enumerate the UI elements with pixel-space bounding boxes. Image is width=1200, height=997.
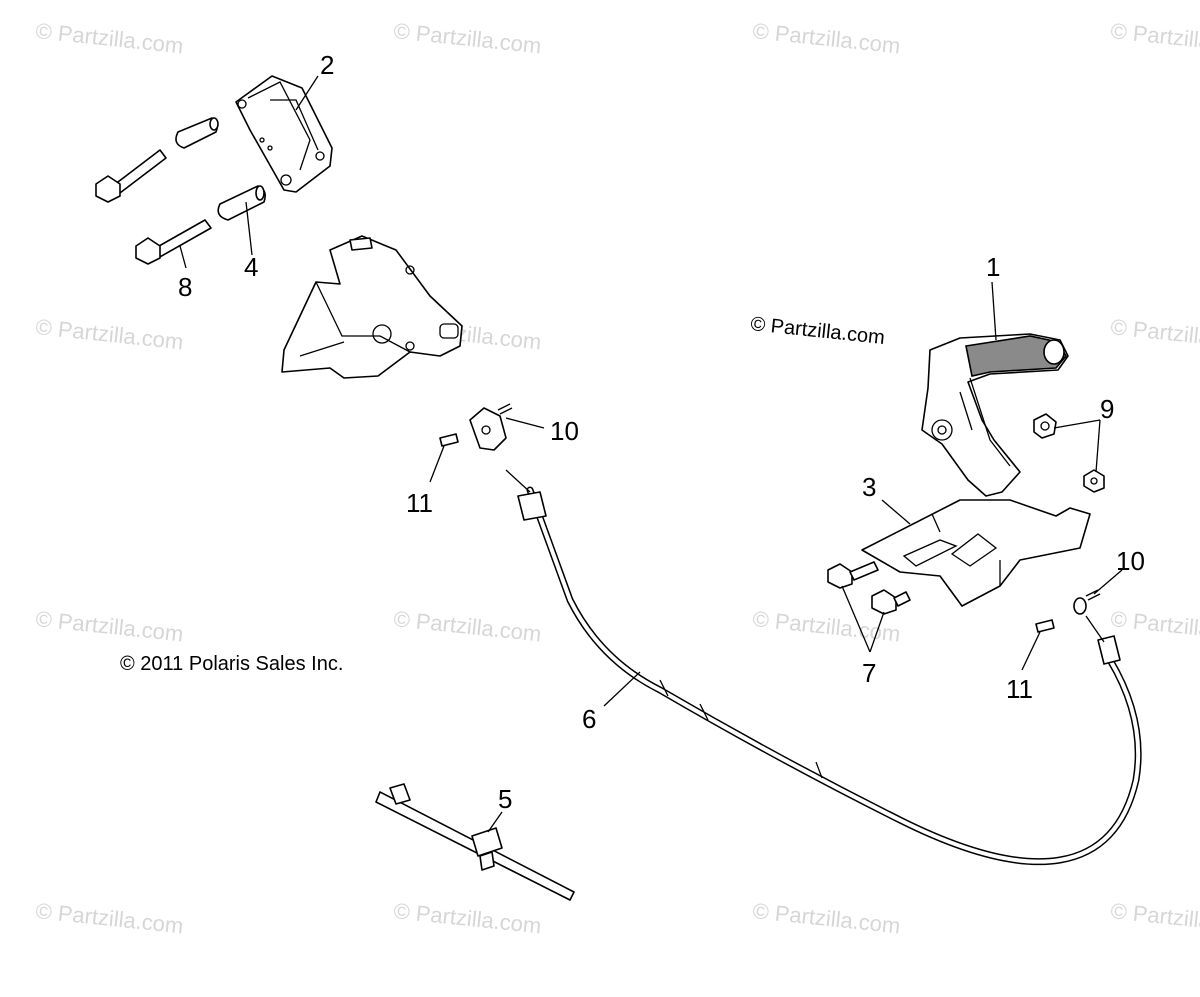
part-9-nut-lower <box>1083 469 1105 493</box>
callout-11-lower: 11 <box>1006 674 1033 704</box>
callout-10-lower: 10 <box>1116 546 1145 576</box>
part-9-nut-upper <box>1033 413 1057 439</box>
part-4-spacer-upper <box>175 117 219 149</box>
part-10-clip-lower <box>1085 589 1101 601</box>
part-4-spacer-lower <box>217 185 266 221</box>
leader-lines <box>179 75 1123 833</box>
watermark: © Partzilla.com <box>34 898 184 938</box>
watermark: © Partzilla.com <box>34 18 184 58</box>
watermark: © Partzilla.com <box>34 606 184 646</box>
callout-11-upper: 11 <box>406 488 433 518</box>
callout-3: 3 <box>862 472 876 502</box>
watermark: © Partzilla.com <box>34 314 184 354</box>
callout-2: 2 <box>320 50 334 80</box>
callout-9: 9 <box>1100 394 1114 424</box>
callout-1: 1 <box>986 252 1000 282</box>
part-5-cable-tie <box>375 783 575 901</box>
watermark: © Partzilla.com <box>1109 18 1200 58</box>
callout-4: 4 <box>244 252 258 282</box>
callout-8: 8 <box>178 272 192 302</box>
part-8-bolt-upper <box>95 149 167 203</box>
part-8-bolt-lower <box>135 219 212 265</box>
part-10-clip-upper <box>497 403 513 415</box>
callout-6: 6 <box>582 704 596 734</box>
part-1-parking-brake-lever <box>921 333 1069 497</box>
part-11-pin-upper <box>439 433 459 447</box>
frame-mounting-bracket <box>281 235 463 379</box>
part-7-bolt-upper <box>827 561 879 589</box>
watermark: © Partzilla.com <box>1109 606 1200 646</box>
watermark: © Partzilla.com <box>751 18 901 58</box>
watermark-layer: © Partzilla.com © Partzilla.com © Partzi… <box>34 18 1200 938</box>
watermark: © Partzilla.com <box>392 606 542 646</box>
copyright-notice: © 2011 Polaris Sales Inc. <box>120 653 343 675</box>
watermark: © Partzilla.com <box>1109 314 1200 354</box>
part-2-pivot-bracket <box>235 75 333 193</box>
callout-10-upper: 10 <box>550 416 579 446</box>
callouts: 1 2 3 4 5 6 7 8 9 10 10 11 11 <box>178 50 1145 814</box>
watermark: © Partzilla.com <box>392 898 542 938</box>
part-11-pin-lower <box>1035 619 1055 633</box>
part-3-base-bracket <box>861 499 1091 607</box>
watermark: © Partzilla.com <box>392 18 542 58</box>
part-6-brake-cable <box>469 407 1142 866</box>
callout-7: 7 <box>862 658 876 688</box>
watermark: © Partzilla.com <box>751 898 901 938</box>
callout-5: 5 <box>498 784 512 814</box>
center-watermark: © Partzilla.com <box>749 313 885 349</box>
watermark: © Partzilla.com <box>1109 898 1200 938</box>
part-7-bolt-lower <box>871 589 911 615</box>
